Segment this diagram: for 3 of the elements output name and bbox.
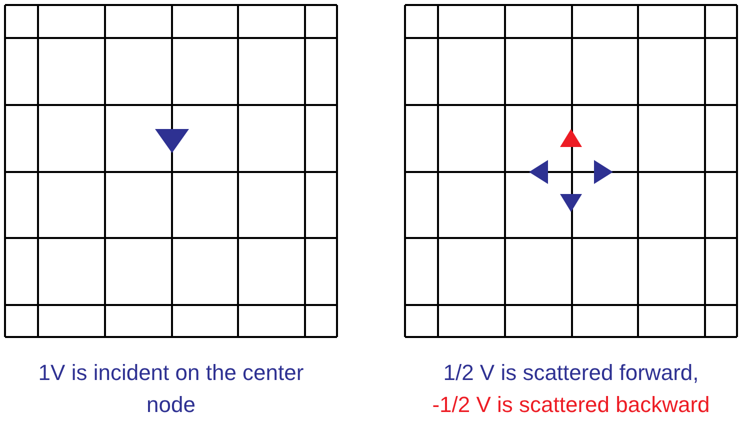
caption-text: 1/2 V is scattered forward, bbox=[442, 359, 700, 387]
caption-text: 1V is incident on the center node bbox=[37, 359, 305, 419]
caption-text: -1/2 V is scattered backward bbox=[431, 391, 711, 419]
